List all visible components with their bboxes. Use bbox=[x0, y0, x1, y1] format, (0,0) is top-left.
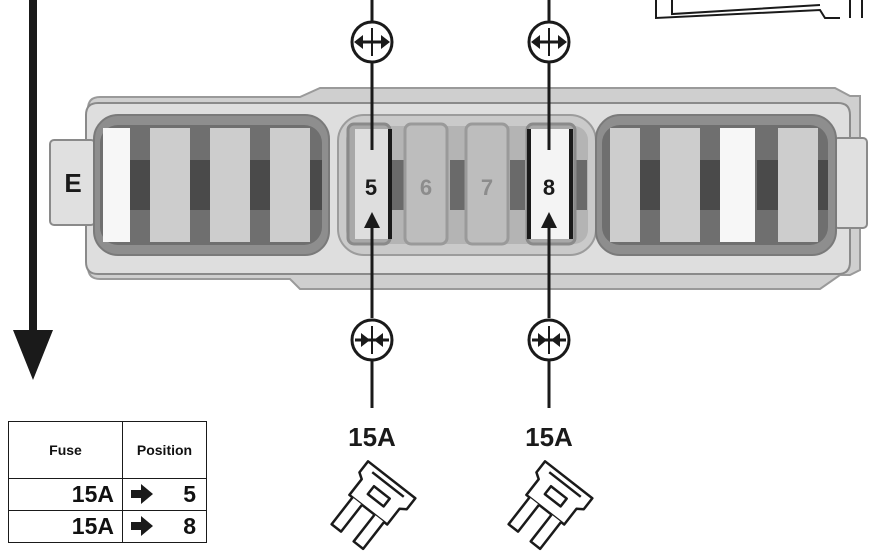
right-arrow-icon bbox=[131, 484, 153, 504]
pull-out-icon bbox=[350, 20, 394, 64]
connector-outline bbox=[655, 0, 863, 20]
right-callout bbox=[527, 0, 571, 408]
row-fuse-rating: 15A bbox=[8, 510, 123, 543]
section-label: E bbox=[64, 168, 81, 198]
slot-number-7: 7 bbox=[481, 175, 493, 200]
blade-fuse-icon bbox=[507, 460, 594, 551]
middle-fuse-slots bbox=[346, 122, 587, 246]
fuse-position-table: Fuse Position 15A 5 15A 8 bbox=[8, 421, 207, 543]
slot-number-5: 5 bbox=[365, 175, 377, 200]
header-position: Position bbox=[122, 421, 207, 479]
push-in-icon bbox=[527, 318, 571, 362]
row-fuse-rating: 15A bbox=[8, 478, 123, 511]
left-fuse-row bbox=[103, 128, 322, 242]
row-position: 8 bbox=[183, 513, 196, 539]
header-fuse: Fuse bbox=[8, 421, 123, 479]
row-position: 5 bbox=[183, 481, 196, 507]
row-position-cell: 5 bbox=[122, 478, 207, 511]
push-in-icon bbox=[350, 318, 394, 362]
table-row: 15A 5 bbox=[8, 478, 207, 511]
pull-out-icon bbox=[527, 20, 571, 64]
left-fuse-rating: 15A bbox=[348, 422, 396, 452]
slot-number-8: 8 bbox=[543, 175, 555, 200]
blade-fuse-icon bbox=[330, 460, 417, 551]
right-arrow-icon bbox=[131, 516, 153, 536]
right-fuse-row bbox=[610, 128, 828, 242]
left-callout bbox=[350, 0, 394, 408]
right-fuse-rating: 15A bbox=[525, 422, 573, 452]
fuse-slot-7 bbox=[464, 122, 510, 246]
table-header-row: Fuse Position bbox=[8, 421, 207, 479]
slot-number-6: 6 bbox=[420, 175, 432, 200]
table-row: 15A 8 bbox=[8, 510, 207, 543]
fuse-slot-6 bbox=[403, 122, 449, 246]
down-arrow-icon bbox=[13, 0, 53, 380]
row-position-cell: 8 bbox=[122, 510, 207, 543]
